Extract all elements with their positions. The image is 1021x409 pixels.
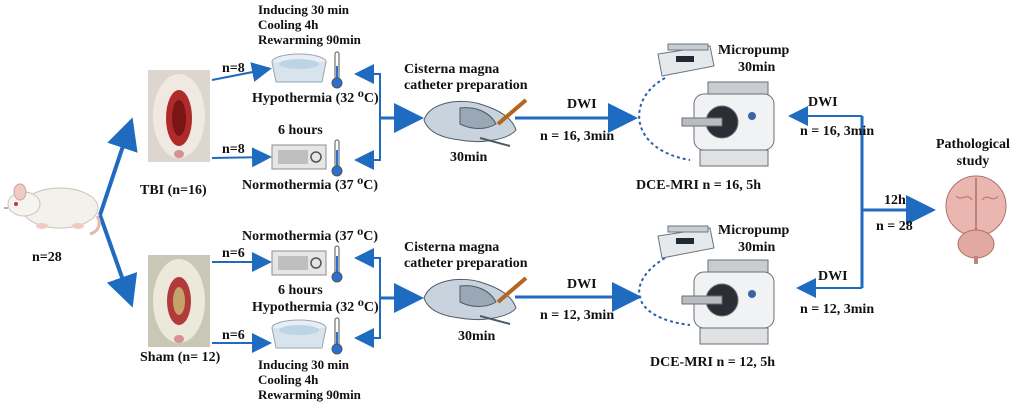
thermometer-icon: [330, 138, 344, 178]
micropump-top-label: Micropump 30min: [718, 42, 789, 76]
heating-pad-image: [270, 141, 328, 173]
label-dwi-4-n: n = 12, 3min: [800, 302, 875, 317]
label-dwi-2-n: n = 12, 3min: [540, 308, 615, 323]
cisterna-line: Cisterna magna: [404, 62, 500, 77]
bracket-top-lower: [354, 118, 381, 170]
arrow-to-tbi: [98, 117, 138, 216]
sham-rat-head-image: [148, 255, 210, 347]
protocol-line: Inducing 30 min: [258, 357, 350, 372]
thermometer-icon: [330, 316, 344, 356]
tbi-rat-head-image: [148, 70, 210, 162]
protocol-line: Rewarming 90min: [258, 32, 361, 47]
micropump-line: Micropump: [718, 43, 790, 58]
thermometer-icon: [330, 244, 344, 284]
label-final-n: n = 28: [876, 219, 913, 234]
label-tbi-normo-n: n=8: [222, 142, 245, 157]
label-dce-bottom: DCE-MRI n = 12, 5h: [650, 355, 776, 370]
thermometer-icon: [330, 50, 344, 90]
cisterna-magna-top: Cisterna magna catheter preparation: [404, 62, 528, 94]
micropump-line: 30min: [738, 60, 776, 75]
label-dce-top: DCE-MRI n = 16, 5h: [636, 178, 762, 193]
mri-scanner-image: [680, 256, 788, 350]
label-dwi-1: DWI: [567, 97, 597, 112]
bracket-bottom-lower: [354, 298, 381, 348]
micropump-line: 30min: [738, 240, 776, 255]
label-six-hours-top: 6 hours: [278, 123, 323, 138]
arrow-tbi-hypo: [211, 62, 272, 82]
rat-brain-sagittal-image: [420, 94, 530, 150]
label-30min-bottom: 30min: [458, 329, 496, 344]
rat-brain-sagittal-image: [420, 272, 530, 328]
label-12h: 12h: [884, 193, 906, 208]
protocol-line: Inducing 30 min: [258, 2, 350, 17]
label-sham-hypo-n: n=6: [222, 328, 245, 343]
label-dwi-1-n: n = 16, 3min: [540, 129, 615, 144]
label-dwi-3: DWI: [808, 95, 838, 110]
cooling-device-image: [270, 52, 328, 86]
brain-specimen-image: [936, 172, 1016, 266]
label-start-n: n=28: [32, 250, 62, 265]
mri-scanner-image: [680, 78, 788, 172]
label-six-hours-bottom: 6 hours: [278, 283, 323, 298]
bracket-bottom-upper: [354, 248, 381, 298]
label-sham-normo-n: n=6: [222, 246, 245, 261]
cooling-device-image: [270, 318, 328, 352]
sham-cooling-protocol: Inducing 30 min Cooling 4h Rewarming 90m…: [258, 357, 361, 402]
cisterna-magna-bottom: Cisterna magna catheter preparation: [404, 240, 528, 272]
tubing-bottom: [638, 257, 691, 326]
bracket-top-upper: [354, 64, 381, 118]
label-dwi-3-n: n = 16, 3min: [800, 124, 875, 139]
white-rat-image: [2, 172, 102, 240]
tubing-top: [638, 77, 691, 161]
label-30min-top: 30min: [450, 150, 488, 165]
cisterna-line: catheter preparation: [404, 78, 528, 93]
cisterna-line: catheter preparation: [404, 256, 528, 271]
label-tbi-group: TBI (n=16): [140, 183, 207, 198]
micropump-image: [652, 222, 718, 262]
micropump-image: [652, 40, 718, 80]
label-dwi-2: DWI: [567, 277, 597, 292]
tbi-cooling-protocol: Inducing 30 min Cooling 4h Rewarming 90m…: [258, 2, 361, 47]
micropump-line: Micropump: [718, 223, 790, 238]
label-hypothermia-bottom: Hypothermia (32 ⁰C): [252, 300, 379, 315]
label-tbi-hypo-n: n=8: [222, 61, 245, 76]
label-normothermia-top: Normothermia (37 ⁰C): [242, 178, 378, 193]
protocol-line: Cooling 4h: [258, 372, 319, 387]
pathology-line: Pathological: [936, 137, 1010, 152]
arrow-tbi-normo: [211, 147, 272, 168]
label-dwi-4: DWI: [818, 269, 848, 284]
heating-pad-image: [270, 248, 328, 278]
label-hypothermia-top: Hypothermia (32 ⁰C): [252, 91, 379, 106]
label-sham-group: Sham (n= 12): [140, 350, 221, 365]
cisterna-line: Cisterna magna: [404, 240, 500, 255]
pathology-line: study: [956, 154, 990, 169]
arrow-to-sham: [98, 214, 138, 308]
micropump-bottom-label: Micropump 30min: [718, 222, 789, 256]
protocol-line: Rewarming 90min: [258, 387, 361, 402]
pathology-label: Pathological study: [936, 136, 1010, 170]
label-normothermia-bottom: Normothermia (37 ⁰C): [242, 229, 378, 244]
protocol-line: Cooling 4h: [258, 17, 319, 32]
